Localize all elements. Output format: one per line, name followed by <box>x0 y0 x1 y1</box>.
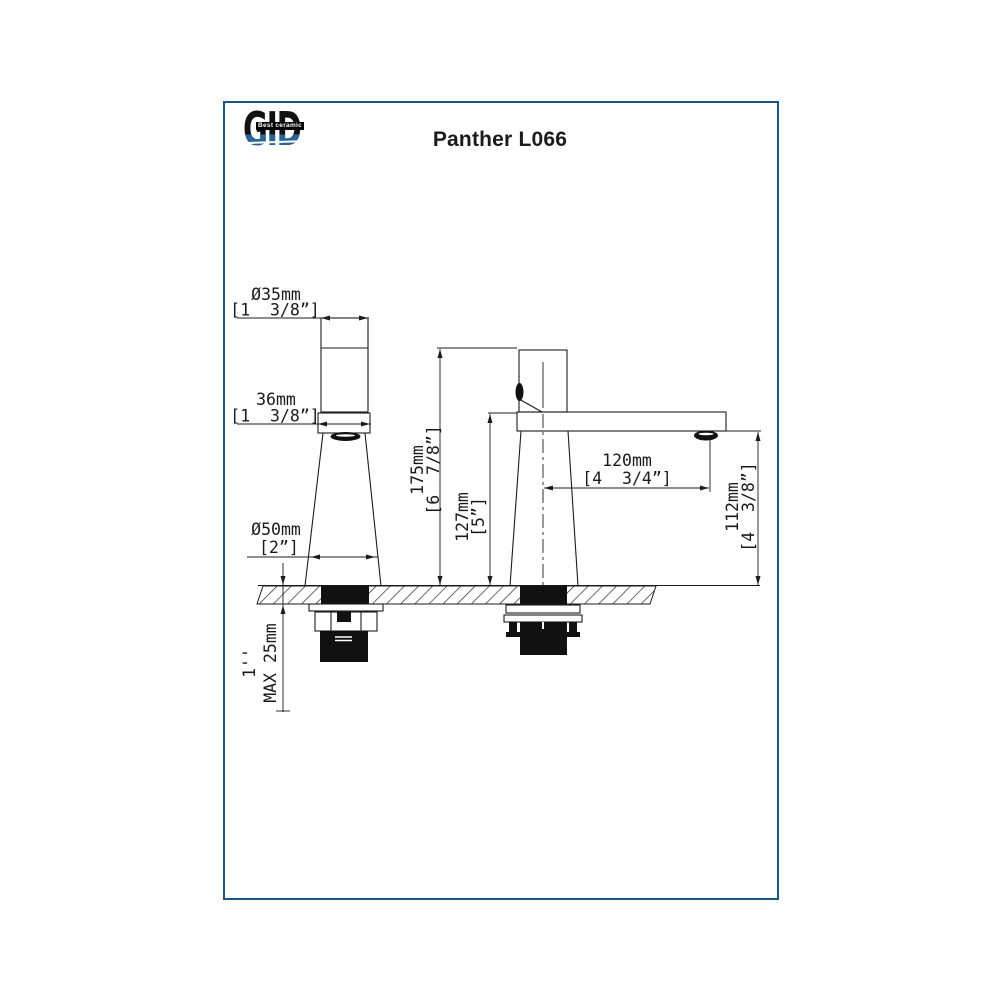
dim-label: 36mm <box>256 390 296 409</box>
dim-deck-thickness: MAX 25mm 1'' <box>240 563 290 712</box>
dim-total-height: 175mm [6 7/8”] <box>408 347 517 585</box>
dim-body-width: 36mm [1 3/8”] <box>230 390 371 427</box>
dim-outlet-height: 112mm [4 3/8”] <box>722 430 761 585</box>
threaded-shank <box>320 631 368 662</box>
dim-label: Ø35mm <box>251 285 301 304</box>
brand-logo: GID GID Best ceramic <box>240 106 323 154</box>
front-view-mounting-hardware <box>503 604 583 655</box>
page-title: Panther L066 <box>432 128 568 151</box>
front-view-drawing <box>509 349 727 587</box>
dim-label: 175mm <box>408 445 427 495</box>
dim-base-diameter: Ø50mm [2”] <box>247 520 378 560</box>
dim-label: 1'' <box>240 648 259 678</box>
dim-label: MAX 25mm <box>261 623 280 703</box>
sheet-border <box>223 101 779 900</box>
dim-label: [1 3/8”] <box>230 407 319 426</box>
logo-tagline: Best ceramic <box>256 122 305 130</box>
dim-label: [6 7/8”] <box>424 425 443 514</box>
dim-label: 127mm <box>453 492 472 542</box>
side-view-drawing <box>304 317 382 587</box>
spout-outlet <box>694 430 718 441</box>
dim-spout-height: 127mm [5”] <box>453 412 517 585</box>
dim-spout-diameter: Ø35mm [1 3/8”] <box>230 285 369 321</box>
counter-deck <box>256 585 760 605</box>
dim-spout-reach: 120mm [4 3/4”] <box>544 438 711 492</box>
dim-label: [1 3/8”] <box>230 301 319 320</box>
dim-label: [2”] <box>259 538 299 557</box>
side-view-mounting-hardware <box>308 603 384 662</box>
dim-label: 120mm <box>602 451 652 470</box>
dim-label: Ø50mm <box>251 520 301 539</box>
dim-label: [4 3/8”] <box>739 462 758 551</box>
handle-lever <box>515 383 524 401</box>
dim-label: 112mm <box>723 482 742 532</box>
dim-label: [5”] <box>469 497 488 537</box>
dim-label: [4 3/4”] <box>582 469 671 488</box>
